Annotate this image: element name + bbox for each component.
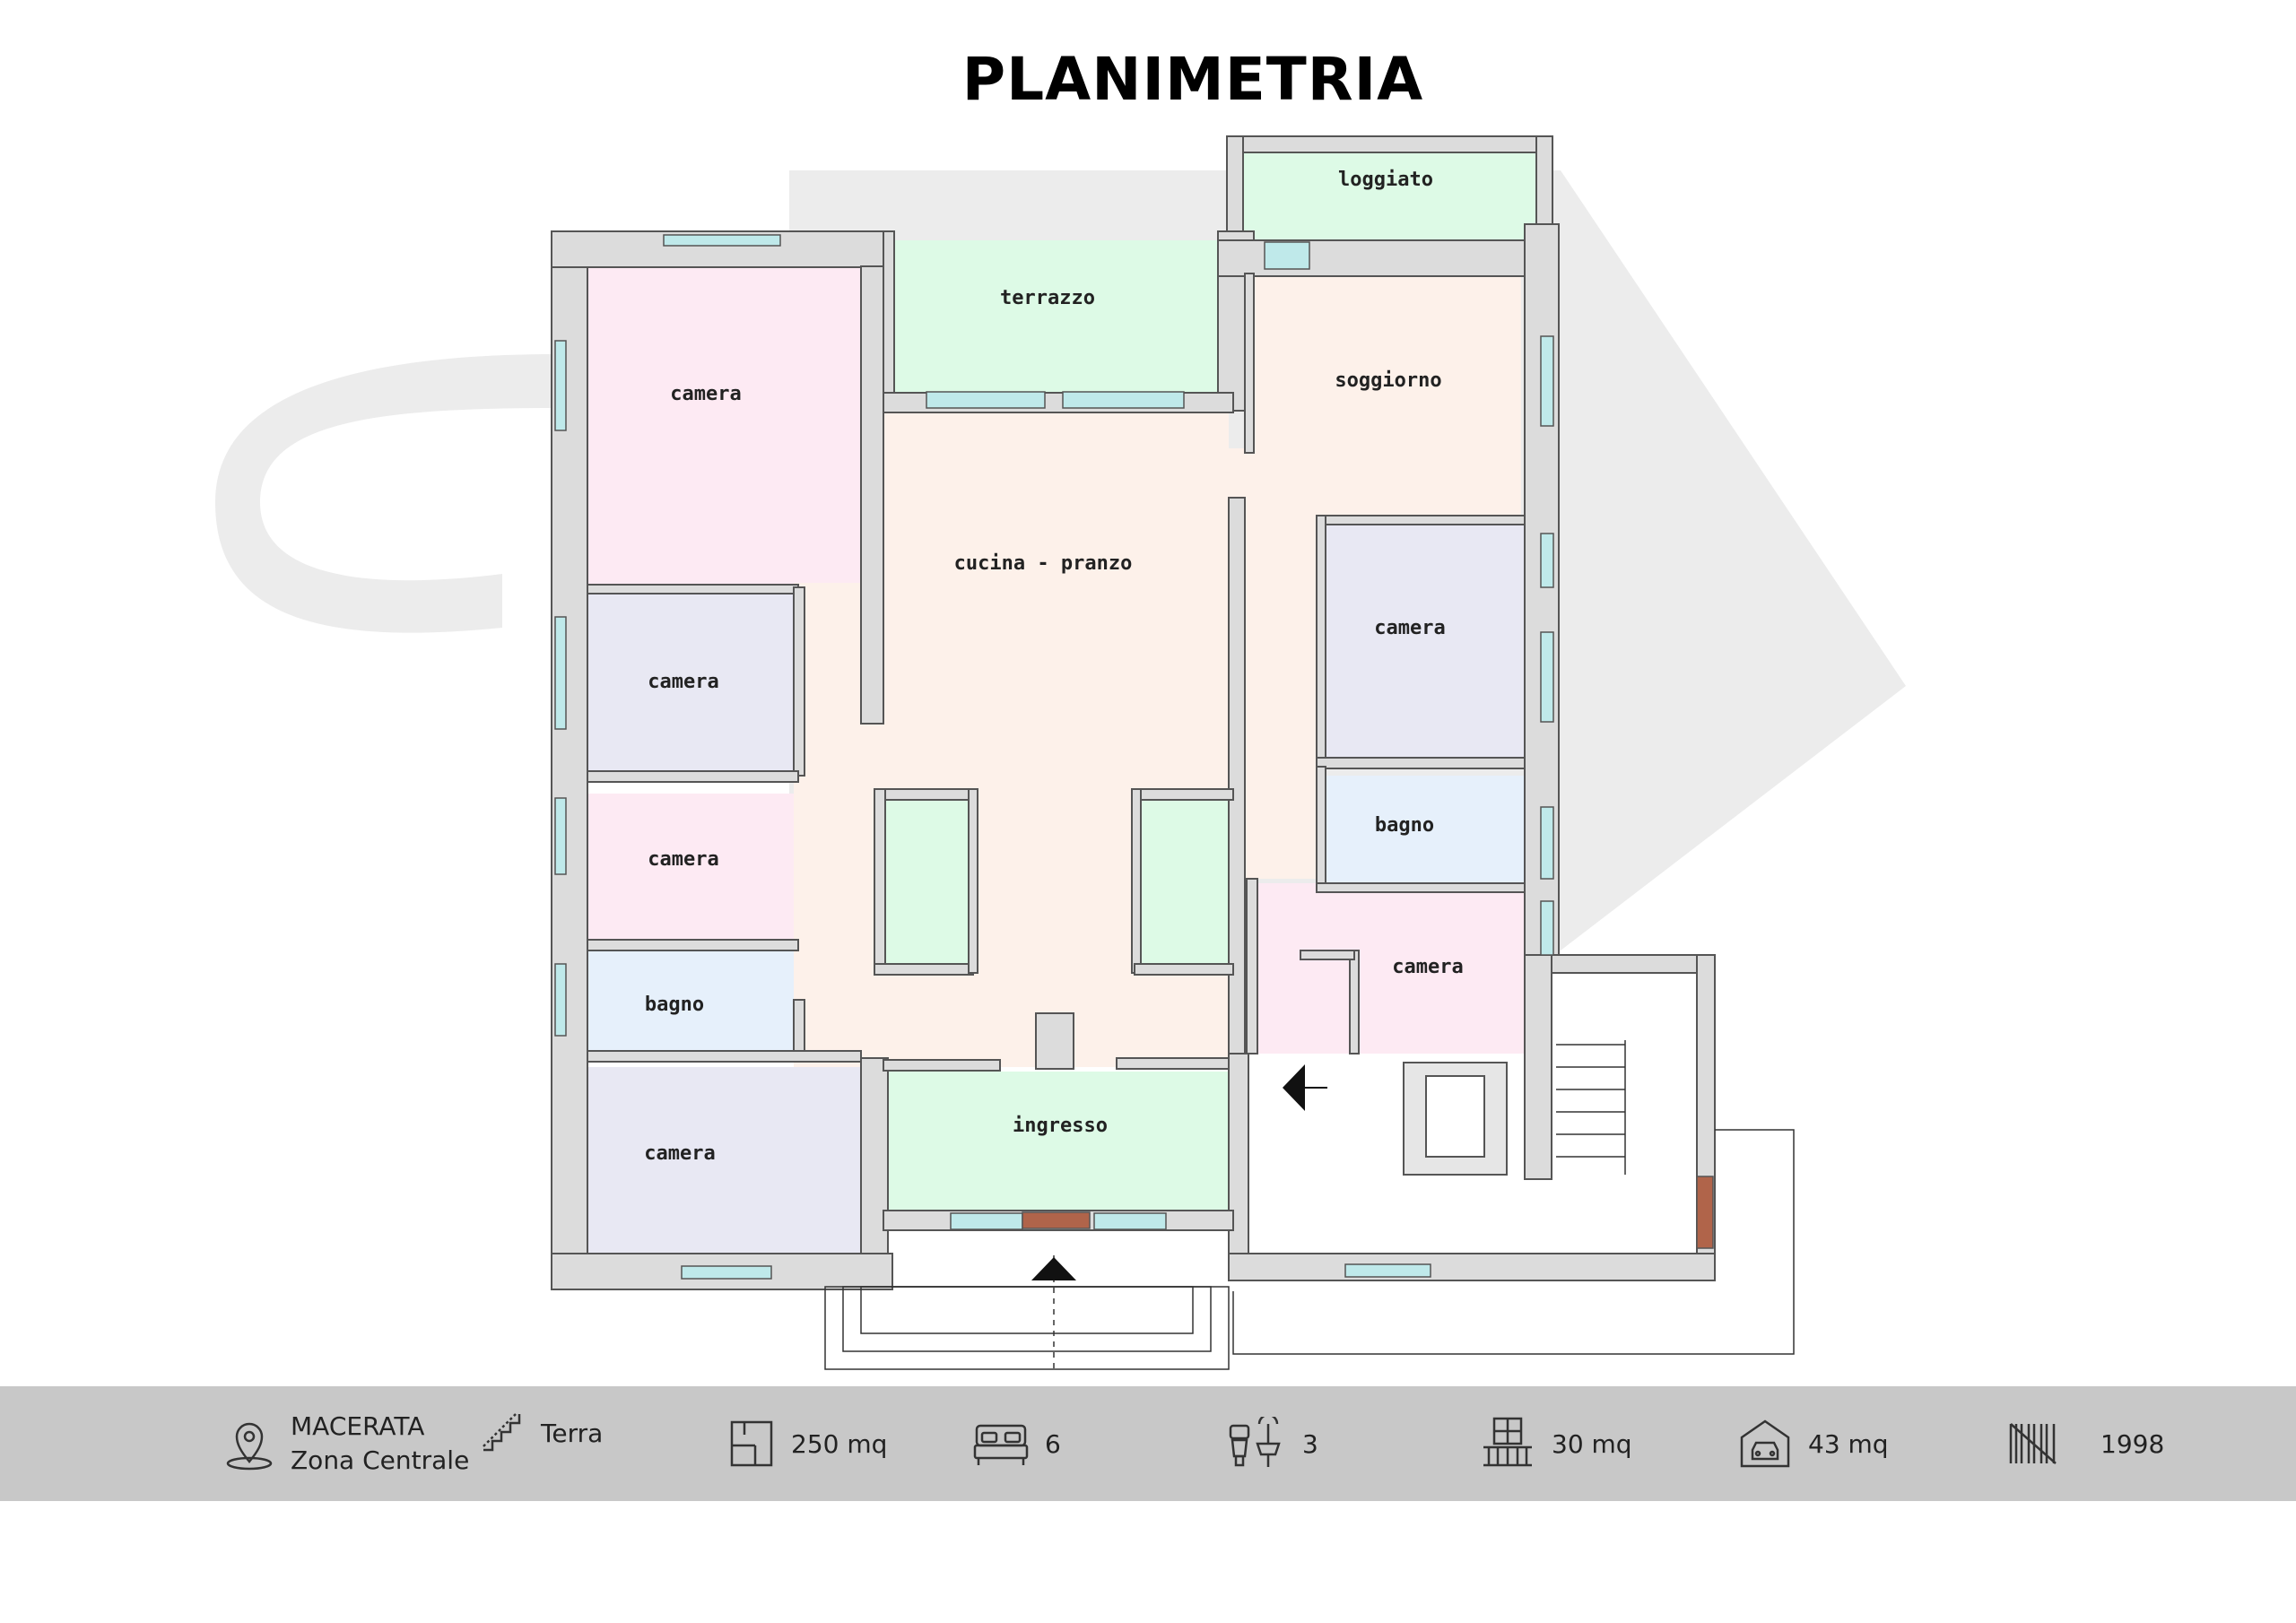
info-balcony-value: 30 mq [1552,1428,1632,1459]
garage-icon [1740,1419,1790,1468]
location-pin-icon [226,1422,273,1471]
floor-bagno-1 [587,950,794,1051]
info-floor-value: Terra [541,1418,604,1448]
floor-camera-4 [1318,520,1525,758]
label-terrazzo: terrazzo [1000,287,1095,309]
info-balcony: 30 mq [1480,1386,1632,1501]
balcony-icon [1483,1417,1532,1467]
info-floor: Terra [480,1376,603,1490]
side-entrance-arrow-icon [1283,1064,1327,1111]
label-camera-2: camera [1374,617,1445,639]
page-title: PLANIMETRIA [961,45,1424,114]
floor-cabinet-left [883,798,973,968]
info-location: MACERATA Zona Centrale [224,1386,469,1501]
label-soggiorno: soggiorno [1335,369,1441,392]
room-floors [587,151,1549,1255]
bathroom-icon [1229,1417,1281,1467]
floor-cabinet-right [1139,798,1229,968]
label-loggiato: loggiato [1338,169,1433,191]
label-cucina-pranzo: cucina - pranzo [954,552,1133,575]
info-zone: Zona Centrale [291,1445,470,1475]
doors [1022,1176,1714,1249]
bed-icon [973,1424,1029,1465]
windows [554,234,1554,1280]
info-area-value: 250 mq [791,1428,888,1459]
floor-camera-1 [587,266,861,585]
label-bagno-1: bagno [645,994,704,1016]
entrance-arrow-icon [1031,1257,1076,1280]
label-bagno-2: bagno [1375,814,1434,837]
info-bathrooms: 3 [1229,1386,1318,1501]
info-rooms-value: 6 [1045,1428,1061,1459]
info-year: 1998 [2005,1386,2164,1501]
floor-camera-5 [1247,883,1525,1054]
info-rooms: 6 [973,1386,1061,1501]
label-camera-1: camera [670,383,741,405]
info-bathrooms-value: 3 [1302,1428,1318,1459]
label-camera-5: camera [1392,956,1463,978]
floor-camera-2 [587,592,794,771]
info-city: MACERATA [291,1411,425,1441]
floor-plan: loggiato terrazzo soggiorno camera cucin… [215,135,1906,1372]
floor-camera-6 [587,1067,861,1255]
label-camera-4: camera [648,848,718,871]
floor-loggiato [1231,151,1549,240]
floor-terrazzo [891,240,1218,395]
label-ingresso: ingresso [1013,1115,1108,1137]
info-garage-value: 43 mq [1808,1428,1889,1459]
walls [551,135,1716,1290]
floor-camera-3 [587,794,794,942]
info-area: 250 mq [728,1386,887,1501]
label-camera-6: camera [644,1142,715,1165]
floor-area-icon [730,1420,773,1467]
info-bar: MACERATA Zona Centrale Terra 250 mq 6 [0,1386,2296,1501]
label-camera-3: camera [648,671,718,693]
info-year-value: 1998 [2100,1428,2165,1459]
info-garage: 43 mq [1738,1386,1889,1501]
barcode-icon [2009,1423,2057,1464]
stairs-icon [483,1413,521,1452]
stairs [1556,1040,1626,1175]
floor-bagno-2 [1318,776,1525,883]
front-steps [824,1129,1795,1372]
floor-ingresso [883,1072,1229,1211]
